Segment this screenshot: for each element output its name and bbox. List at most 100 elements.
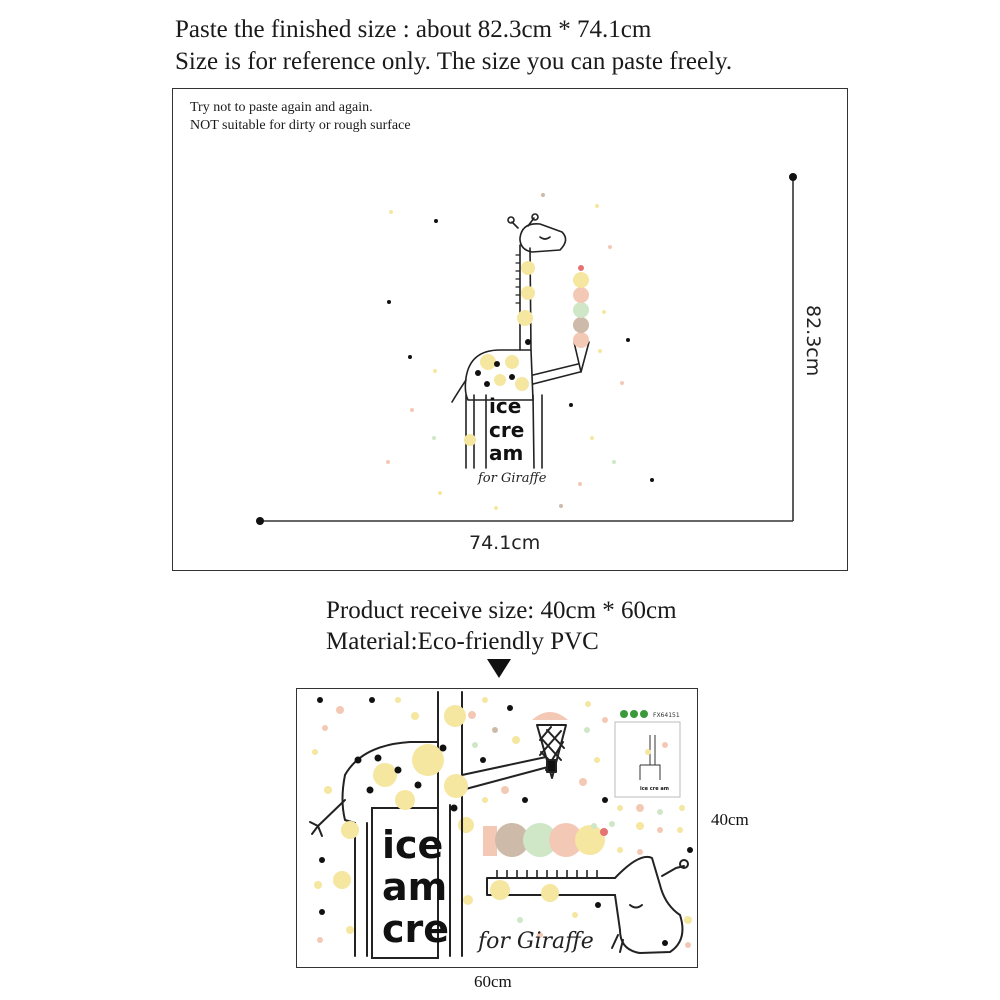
decor-dot (395, 697, 401, 703)
decor-dot (432, 436, 436, 440)
decor-dot (408, 355, 412, 359)
decor-dot (324, 786, 332, 794)
sheet-scoop-row (483, 823, 608, 857)
decor-dot (463, 895, 473, 905)
height-dimension-endpoint (789, 173, 797, 181)
material-text: Material:Eco-friendly PVC (326, 628, 599, 655)
preview-dot-pattern (386, 193, 654, 510)
decor-dot (559, 504, 563, 508)
decor-dot (620, 381, 624, 385)
sheet-text-ice: ice (382, 823, 443, 867)
decor-dot (677, 827, 683, 833)
decor-dot (594, 757, 600, 763)
decor-dot (438, 491, 442, 495)
decor-dot (584, 727, 590, 733)
decor-dot (612, 460, 616, 464)
decor-dot (387, 300, 391, 304)
decor-dot (617, 847, 623, 853)
decor-dot (333, 871, 351, 889)
sheet-giraffe-spots (341, 705, 468, 839)
decor-dot (482, 697, 488, 703)
decor-dot (319, 857, 325, 863)
decor-dot (537, 932, 543, 938)
decor-dot (636, 804, 644, 812)
product-code: FX64151 (653, 712, 680, 719)
sheet-signature: for Giraffe (476, 929, 594, 954)
preview-signature: for Giraffe (477, 471, 547, 486)
decor-dot (569, 403, 573, 407)
decor-dot (482, 797, 488, 803)
preview-width-label: 74.1cm (469, 532, 541, 554)
finished-preview-frame (172, 88, 848, 571)
ice-cream-lettering: ice cre am (489, 394, 524, 465)
decor-dot (312, 749, 318, 755)
thumbnail-text: ice cre am (640, 786, 669, 792)
giraffe-illustration (451, 213, 590, 469)
decor-dot (522, 797, 528, 803)
receive-size-text: Product receive size: 40cm * 60cm (326, 597, 677, 624)
sheet-giraffe-stripes (496, 870, 598, 878)
dimension-lines (260, 177, 794, 522)
sheet-lying-spot (490, 880, 510, 900)
decor-dot (434, 219, 438, 223)
sheet-dot-pattern (312, 697, 693, 948)
reference-note-heading: Size is for reference only. The size you… (175, 48, 733, 75)
decor-dot (657, 809, 663, 815)
product-sheet-frame (296, 688, 698, 968)
decor-dot (317, 697, 323, 703)
decor-dot (657, 827, 663, 833)
decor-dot (636, 822, 644, 830)
sheet-width-label: 60cm (474, 972, 512, 991)
decor-dot (494, 506, 498, 510)
decor-dot (322, 725, 328, 731)
decor-dot (468, 711, 476, 719)
decor-dot (617, 805, 623, 811)
decor-dot (602, 310, 606, 314)
decor-dot (572, 912, 578, 918)
decor-dot (662, 940, 668, 946)
sheet-lying-spot (541, 884, 559, 902)
decor-dot (598, 349, 602, 353)
decor-dot (317, 937, 323, 943)
decor-dot (512, 736, 520, 744)
decor-dot (386, 460, 390, 464)
decor-dot (602, 797, 608, 803)
decor-dot (602, 717, 608, 723)
sheet-text-am: am (382, 865, 447, 909)
decor-dot (626, 338, 630, 342)
decor-dot (492, 727, 498, 733)
cone-scoop (532, 712, 568, 720)
decor-dot (608, 245, 612, 249)
decor-dot (685, 942, 691, 948)
sheet-text-cre: cre (382, 907, 449, 951)
decor-dot (585, 701, 591, 707)
decor-dot (389, 210, 393, 214)
sheet-height-label: 40cm (711, 810, 749, 829)
decor-dot (679, 805, 685, 811)
decor-dot (319, 909, 325, 915)
sheet-lettering: ice am cre (382, 823, 449, 951)
preview-text-am: am (489, 441, 523, 465)
decor-dot (433, 369, 437, 373)
decor-dot (346, 926, 354, 934)
decor-dot (314, 881, 322, 889)
decor-dot (684, 916, 692, 924)
width-dimension-endpoint (256, 517, 264, 525)
paste-warning-text: Try not to paste again and again. (190, 100, 373, 115)
decor-dot (578, 482, 582, 486)
decor-dot (590, 436, 594, 440)
decor-dot (541, 193, 545, 197)
decor-dot (650, 478, 654, 482)
giraffe-spots (464, 261, 535, 446)
decor-dot (480, 757, 486, 763)
preview-text-ice: ice (489, 394, 521, 418)
decor-dot (336, 706, 344, 714)
decor-dot (458, 817, 474, 833)
sheet-letter-panel (371, 807, 439, 959)
product-thumbnail-card: FX64151 ice cre am (614, 710, 681, 798)
preview-text-cre: cre (489, 418, 524, 442)
ice-cream-scoops (573, 265, 589, 348)
decor-dot (501, 786, 509, 794)
